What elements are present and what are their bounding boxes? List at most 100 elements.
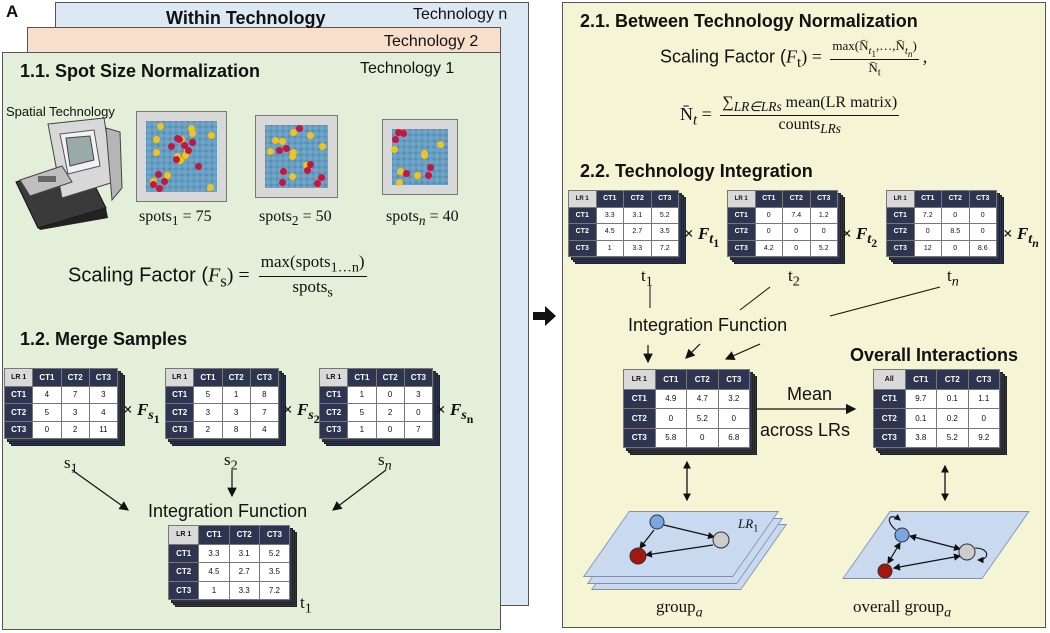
technology-integration-function-label: Integration Function <box>628 315 788 335</box>
yellow-spot <box>436 141 444 149</box>
yellow-spot <box>319 142 327 150</box>
table-cell: 0 <box>968 223 997 241</box>
yellow-spot <box>289 152 297 160</box>
table-corner-label: LR 1 <box>318 368 349 387</box>
yellow-spot <box>266 147 274 155</box>
table-cell: 1 <box>198 580 230 600</box>
table-column-header: CT2 <box>936 369 969 390</box>
table-row-header: CT1 <box>727 206 756 224</box>
red-spot <box>172 156 180 164</box>
technology-1-label: Technology 1 <box>360 60 455 77</box>
mean-lr-formula: N̄t = ∑LR∈LRs mean(LR matrix)countsLRs <box>680 94 900 137</box>
red-spot <box>184 146 192 154</box>
across-lrs-label: across LRs <box>760 420 851 440</box>
red-spot <box>427 163 435 171</box>
spots-2-label: spots2 = 50 <box>259 208 332 229</box>
table-row-header: CT3 <box>568 239 597 257</box>
table-cell: 1.2 <box>809 206 838 224</box>
table-corner-label: LR 1 <box>727 190 756 208</box>
red-spot <box>402 170 410 178</box>
table-cell: 4.5 <box>198 562 230 582</box>
table-cell: 1.1 <box>967 388 1000 409</box>
red-spot <box>279 179 287 187</box>
table-cell: 7.2 <box>650 239 679 257</box>
table-cell: 2 <box>375 403 405 422</box>
table-column-header: CT2 <box>228 525 260 545</box>
table-cell: 5.2 <box>936 427 969 448</box>
between-technology-normalization-title: 2.1. Between Technology Normalization <box>580 11 918 31</box>
table-row-header: CT3 <box>3 420 34 439</box>
table-column-header: CT1 <box>913 190 942 208</box>
table-row-header: CT2 <box>873 408 906 429</box>
table-column-header: CT2 <box>941 190 970 208</box>
table-corner-label: LR 1 <box>3 368 34 387</box>
spot-size-normalization-title: 1.1. Spot Size Normalization <box>20 61 261 81</box>
table-column-header: CT3 <box>403 368 434 387</box>
sample-2-label: s2 <box>224 450 238 474</box>
table-column-header: CT1 <box>198 525 230 545</box>
table-cell: 3.3 <box>198 543 230 563</box>
yellow-spot <box>290 129 298 137</box>
table-cell: 8 <box>221 420 251 439</box>
table-cell: 0 <box>32 420 62 439</box>
table-row-header: CT3 <box>164 420 195 439</box>
technology-2-label: Technology 2 <box>384 33 479 50</box>
red-spot <box>399 129 407 137</box>
table-cell: 3 <box>221 403 251 422</box>
table-cell: 5 <box>347 403 377 422</box>
red-spot <box>303 166 311 174</box>
technology-scaling-formula: Scaling Factor (Ft) = max(N̄t1,…,N̄tn)N̄… <box>660 38 928 79</box>
table-corner-label: LR 1 <box>167 525 200 545</box>
table-cell: 6.8 <box>717 427 750 448</box>
table-cell: 3.3 <box>228 580 260 600</box>
table-cell: 7.2 <box>913 206 942 224</box>
table-column-header: CT2 <box>686 369 719 390</box>
table-cell: 5 <box>32 403 62 422</box>
technology-n-scaler: × Ftn <box>1003 224 1039 251</box>
table-column-header: CT2 <box>782 190 811 208</box>
yellow-spot <box>181 152 189 160</box>
technology-2-label: t2 <box>788 266 800 290</box>
table-row-header: CT3 <box>623 427 656 448</box>
table-cell: 4 <box>32 385 62 404</box>
table-cell: 1 <box>347 420 377 439</box>
yellow-spot <box>397 168 405 176</box>
table-cell: 8.6 <box>968 239 997 257</box>
table-corner-label: All <box>873 369 906 390</box>
yellow-spot <box>163 171 171 179</box>
sample-2-scaler: × Fs2 <box>283 400 320 427</box>
technology-integration-title: 2.2. Technology Integration <box>580 161 813 181</box>
table-cell: 4 <box>249 420 280 439</box>
table-column-header: CT3 <box>968 190 997 208</box>
table-cell: 7 <box>249 403 280 422</box>
table-corner-label: LR 1 <box>164 368 195 387</box>
table-cell: 3 <box>88 385 119 404</box>
table-cell: 0 <box>403 403 434 422</box>
red-spot <box>424 172 432 180</box>
table-cell: 9.2 <box>967 427 1000 448</box>
red-spot <box>296 125 304 133</box>
sample-n-label: sn <box>378 450 392 474</box>
red-spot <box>155 171 163 178</box>
yellow-spot <box>152 149 160 157</box>
table-cell: 1 <box>221 385 251 404</box>
red-spot <box>195 163 203 171</box>
table-row-header: CT2 <box>164 403 195 422</box>
table-cell: 3.2 <box>717 388 750 409</box>
table-cell: 0 <box>967 408 1000 429</box>
table-cell: 2 <box>193 420 223 439</box>
table-cell: 0 <box>782 239 811 257</box>
yellow-spot <box>307 131 315 139</box>
yellow-spot <box>290 149 298 157</box>
